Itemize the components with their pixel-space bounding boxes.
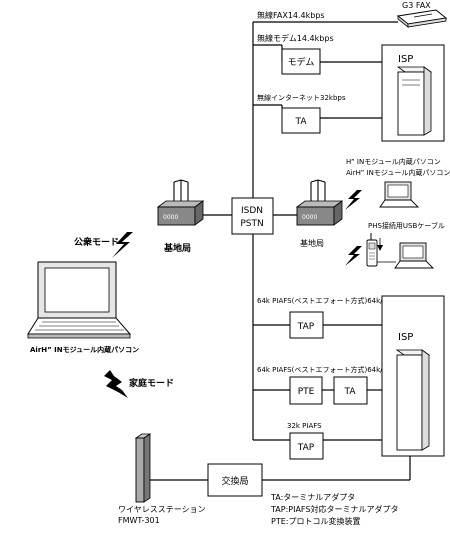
g3-fax-label: G3 FAX [402,1,431,10]
base-station-left-icon: 0000 [156,179,205,226]
legend: TA:ターミナルアダプタ TAP:PIAFS対応ターミナルアダプタ PTE:プロ… [270,492,398,526]
laptop-small-1-icon [379,181,420,208]
usb-pointer-arrow [377,245,383,251]
piafs64-label-1: 64k PIAFS(ベストエフォート方式)64k/32k [257,296,396,305]
legend-tap: TAP:PIAFS対応ターミナルアダプタ [270,504,398,514]
legend-pte: PTE:プロトコル変換装置 [271,516,360,526]
wireless-station-icon [134,433,152,503]
tap-1-label: TAP [297,322,315,332]
tap-box-1 [289,311,324,339]
wireless-station-label-1: ワイヤレスステーション [118,505,206,514]
isdn-label: ISDN [241,206,263,216]
home-mode-label: 家庭モード [129,377,174,389]
ta-box-top-label: TA [295,117,308,127]
lightning-public-icon [112,232,133,258]
isp-top-label: ISP [398,54,413,65]
phs-phone-icon [366,233,378,267]
isp-bottom-label: ISP [398,332,413,343]
base-right-label: 基地局 [300,238,324,248]
hin-pc-label-2: AirH” INモジュール内蔵パソコン [346,168,450,177]
modem-line-label: 無線モデム14.4kbps [257,33,334,43]
pte-label: PTE [298,387,315,397]
modem-box-label: モデム [288,56,315,68]
exchange-box [207,463,263,497]
lightning-right-1-icon [345,190,362,210]
isdn-pstn-box [231,197,274,235]
legend-ta: TA:ターミナルアダプタ [270,492,355,502]
laptop-large-icon [27,261,132,339]
base-left-label: 基地局 [163,242,191,254]
server-tall-icon [395,349,431,451]
hin-pc-label-1: H” INモジュール内蔵パソコン [346,157,441,166]
public-mode-label: 公衆モード [74,236,119,248]
fax-line-label: 無線FAX14.4kbps [257,10,325,20]
fax-icon [396,9,448,28]
pc-label: AirH” INモジュール内蔵パソコン [30,345,139,354]
lightning-right-2-icon [345,246,362,266]
tap-box-2 [289,432,324,460]
ta-box-mid [333,376,368,405]
piafs64-label-2: 64k PIAFS(ベストエフォート方式)64k/32k [257,365,396,374]
tap-2-label: TAP [297,443,315,453]
svg-text:0000: 0000 [302,214,317,221]
modem-box [281,48,321,75]
laptop-small-2-icon [394,242,435,269]
wireless-station-label-2: FMWT-301 [118,516,160,525]
lightning-home-icon [104,370,128,398]
pte-box [289,376,323,405]
pstn-label: PSTN [240,219,263,229]
base-station-right-icon: 0000 [295,179,344,226]
svg-text:0000: 0000 [163,214,178,221]
server-icon [396,66,433,136]
ta-mid-label: TA [344,387,357,397]
ta-box-top [281,107,321,134]
internet-line-label: 無線インターネット32kbps [257,93,346,102]
phs-usb-label: PHS接続用USBケーブル [368,221,445,230]
exchange-label: 交換局 [221,475,248,487]
piafs32-label: 32k PIAFS [287,422,322,430]
